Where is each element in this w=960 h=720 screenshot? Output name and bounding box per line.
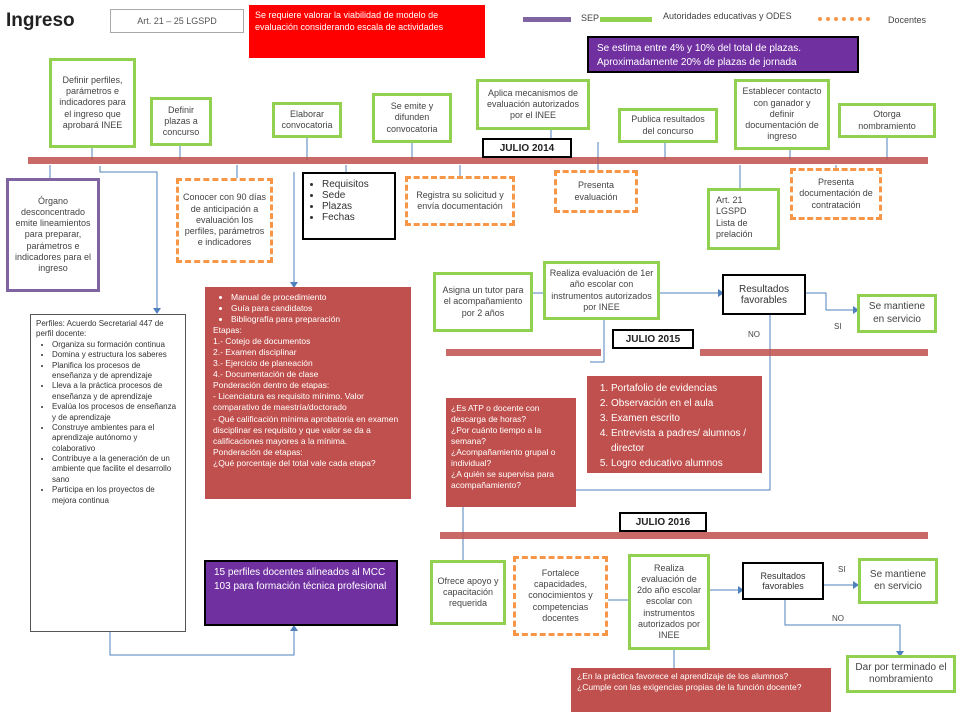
- portafolio-item: Logro educativo alumnos: [611, 456, 754, 471]
- presenta-evaluacion-box: Presenta evaluación: [554, 170, 638, 213]
- manual-line: Ponderación dentro de etapas:: [213, 380, 330, 391]
- resultados-favorables-1-box: Resultados favorables: [722, 274, 806, 315]
- perfiles-box: Perfiles: Acuerdo Secretarial 447 de per…: [30, 314, 186, 632]
- si-label-1: SI: [834, 322, 842, 331]
- manual-bullet: Manual de procedimiento: [231, 292, 403, 303]
- si-label-2: SI: [838, 565, 846, 574]
- manual-bullet: Bibliografía para preparación: [231, 314, 403, 325]
- definir-perfiles-box: Definir perfiles, parámetros e indicador…: [49, 58, 136, 148]
- definir-plazas-box: Definir plazas a concurso: [150, 97, 212, 146]
- elaborar-convocatoria-box: Elaborar convocatoria: [272, 102, 342, 138]
- art21-line: Lista de: [716, 217, 748, 228]
- manual-line: 1.- Cotejo de documentos: [213, 336, 311, 347]
- convocatoria-item: Requisitos: [322, 179, 390, 190]
- art21-line: LGSPD: [716, 206, 747, 217]
- resultados-favorables-2-box: Resultados favorables: [742, 562, 824, 600]
- legend-docentes-swatch: [818, 17, 870, 21]
- timeline-2015-right: [700, 349, 928, 356]
- portafolio-box: Portafolio de evidencias Observación en …: [587, 376, 762, 473]
- asigna-tutor-box: Asigna un tutor para el acompañamiento p…: [433, 272, 533, 332]
- page-title: Ingreso: [6, 10, 75, 31]
- timeline-2015-left: [446, 349, 601, 356]
- portafolio-item: Portafolio de evidencias: [611, 381, 754, 396]
- realiza-evaluacion-1-box: Realiza evaluación de 1er año escolar co…: [543, 261, 660, 320]
- publica-resultados-box: Publica resultados del concurso: [618, 108, 718, 143]
- perfiles-item: Organiza su formación continua: [52, 340, 180, 350]
- no-label-1: NO: [748, 330, 760, 339]
- perfiles-item: Evalúa los procesos de enseñanza y de ap…: [52, 402, 180, 423]
- manual-line: ¿Qué porcentaje del total vale cada etap…: [213, 457, 376, 468]
- perfiles-item: Lleva a la práctica procesos de enseñanz…: [52, 381, 180, 402]
- art21-box: Art. 21 LGSPD Lista de prelación: [707, 188, 780, 250]
- establecer-contacto-box: Establecer contacto con ganador y defini…: [734, 79, 830, 150]
- convocatoria-item: Fechas: [322, 212, 390, 223]
- manual-box: Manual de procedimiento Guía para candid…: [205, 287, 411, 499]
- legend-autoridades-label: Autoridades educativas y ODES: [663, 11, 792, 21]
- legend-sep-label: SEP: [581, 13, 600, 23]
- perfiles-item: Domina y estructura los saberes: [52, 350, 180, 360]
- no-label-2: NO: [832, 614, 844, 623]
- manual-line: Ponderación de etapas:: [213, 446, 303, 457]
- organo-desconcentrado-box: Órgano desconcentrado emite lineamientos…: [6, 178, 100, 292]
- estimate-box: Se estima entre 4% y 10% del total de pl…: [587, 36, 859, 73]
- portafolio-item: Observación en el aula: [611, 396, 754, 411]
- manual-bullet: Guía para candidatos: [231, 303, 403, 314]
- legend-sep-swatch: [523, 17, 571, 22]
- aplica-mecanismos-box: Aplica mecanismos de evaluación autoriza…: [476, 79, 590, 130]
- convocatoria-items-box: Requisitos Sede Plazas Fechas: [302, 172, 396, 240]
- portafolio-item: Examen escrito: [611, 411, 754, 426]
- registra-solicitud-box: Registra su solicitud y envía documentac…: [405, 176, 515, 226]
- manual-line: - Qué calificación mínima aprobatoria en…: [213, 413, 399, 446]
- legend-autoridades-swatch: [600, 17, 652, 22]
- article-reference: Art. 21 – 25 LGSPD: [110, 9, 244, 33]
- dar-por-terminado-box: Dar por terminado el nombramiento: [846, 655, 956, 693]
- perfiles-item: Planifica los procesos de enseñanza y de…: [52, 361, 180, 382]
- julio-2016-label: JULIO 2016: [619, 512, 707, 532]
- convocatoria-item: Sede: [322, 190, 390, 201]
- manual-line: - Licenciatura es requisito mínimo. Valo…: [213, 391, 365, 413]
- se-mantiene-2-box: Se mantiene en servicio: [858, 558, 938, 604]
- legend-docentes-label: Docentes: [888, 15, 927, 25]
- perfiles-item: Construye ambientes para el aprendizaje …: [52, 423, 180, 454]
- timeline-2016: [440, 532, 928, 539]
- atp-questions-box: ¿Es ATP o docente con descarga de horas?…: [446, 398, 576, 507]
- pregunta-box: ¿En la práctica favorece el aprendizaje …: [571, 668, 831, 712]
- julio-2015-label: JULIO 2015: [612, 329, 694, 349]
- convocatoria-item: Plazas: [322, 201, 390, 212]
- julio-2014-label: JULIO 2014: [482, 138, 572, 158]
- perfiles-item: Contribuye a la generación de un ambient…: [52, 454, 180, 485]
- manual-line: 4.- Documentación de clase: [213, 369, 319, 380]
- otorga-nombramiento-box: Otorga nombramiento: [838, 103, 936, 138]
- art21-line: Art. 21: [716, 195, 743, 205]
- timeline-2014: [28, 157, 928, 164]
- perfiles-item: Participa en los proyectos de mejora con…: [52, 485, 180, 506]
- manual-line: Etapas:: [213, 325, 242, 336]
- portafolio-item: Entrevista a padres/ alumnos / director: [611, 426, 754, 456]
- conocer-anticipacion-box: Conocer con 90 días de anticipación a ev…: [176, 178, 273, 263]
- manual-line: 3.- Ejercicio de planeación: [213, 358, 313, 369]
- fortalece-capacidades-box: Fortalece capacidades, conocimientos y c…: [513, 556, 608, 636]
- realiza-evaluacion-2-box: Realiza evaluación de 2do año escolar es…: [628, 554, 710, 650]
- perfiles-heading: Perfiles: Acuerdo Secretarial 447 de per…: [36, 319, 164, 339]
- perfiles-15-box: 15 perfiles docentes alineados al MCC 10…: [204, 560, 398, 626]
- presenta-documentacion-box: Presenta documentación de contratación: [790, 168, 882, 220]
- se-mantiene-1-box: Se mantiene en servicio: [857, 294, 937, 333]
- emite-convocatoria-box: Se emite y difunden convocatoria: [372, 93, 452, 143]
- art21-line: prelación: [716, 228, 753, 239]
- alert-box: Se requiere valorar la viabilidad de mod…: [249, 5, 485, 58]
- manual-line: 2.- Examen disciplinar: [213, 347, 297, 358]
- ofrece-apoyo-box: Ofrece apoyo y capacitación requerida: [430, 560, 506, 625]
